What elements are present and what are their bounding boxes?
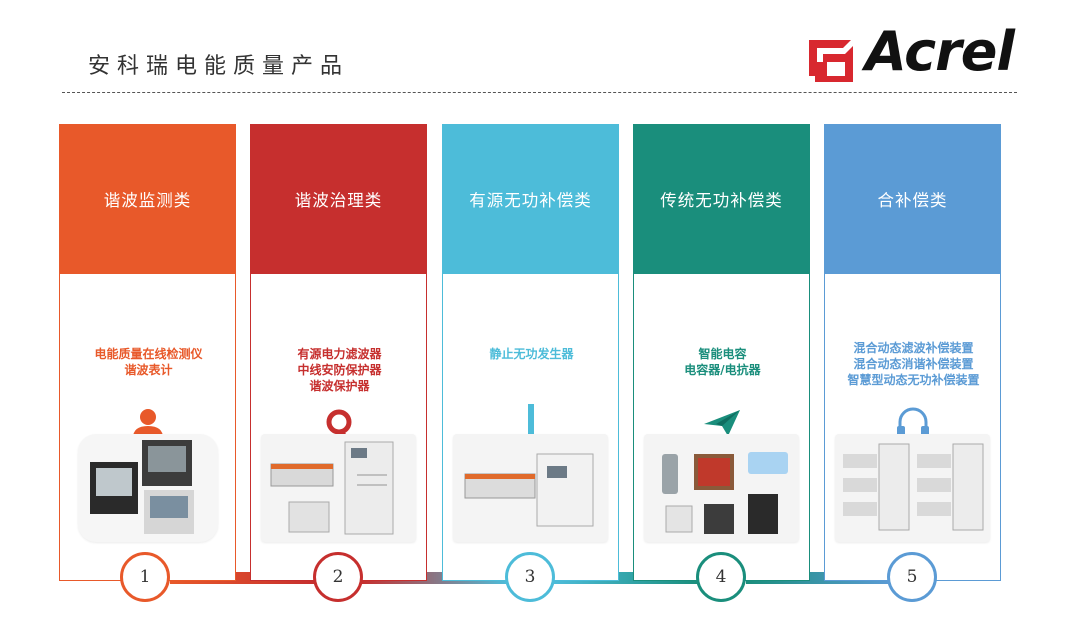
header-divider [62,92,1017,93]
product-line: 智慧型动态无功补偿装置 [847,373,980,387]
product-line: 混合动态消谐补偿装置 [853,357,974,371]
card-body: 智能电容 电容器/电抗器 [633,274,810,581]
product-line: 混合动态滤波补偿装置 [853,341,974,355]
product-line: 中线安防保护器 [297,363,382,377]
category-card-active-reactive-compensation[interactable]: 有源无功补偿类 静止无功发生器 [442,124,619,581]
product-line: 智能电容 [698,347,747,361]
card-product-list: 静止无功发生器 [443,346,620,362]
product-line: 电容器/电抗器 [684,363,761,377]
card-product-list: 有源电力滤波器 中线安防保护器 谐波保护器 [251,346,428,394]
product-photo [453,434,608,542]
step-number-1: 1 [120,552,170,602]
step-number-3: 3 [505,552,555,602]
card-product-list: 智能电容 电容器/电抗器 [634,346,811,378]
product-photo [78,434,218,542]
card-body: 静止无功发生器 [442,274,619,581]
category-card-harmonic-monitoring[interactable]: 谐波监测类 电能质量在线检测仪 谐波表计 [59,124,236,581]
card-product-list: 混合动态滤波补偿装置 混合动态消谐补偿装置 智慧型动态无功补偿装置 [825,340,1002,388]
card-product-list: 电能质量在线检测仪 谐波表计 [60,346,237,378]
category-card-traditional-reactive-compensation[interactable]: 传统无功补偿类 智能电容 电容器/电抗器 [633,124,810,581]
product-photo [644,434,799,542]
product-line: 谐波表计 [124,363,173,377]
step-number-4: 4 [696,552,746,602]
card-header: 谐波监测类 [59,124,236,274]
card-header: 合补偿类 [824,124,1001,274]
card-header: 传统无功补偿类 [633,124,810,274]
card-header: 谐波治理类 [250,124,427,274]
category-card-hybrid-compensation[interactable]: 合补偿类 混合动态滤波补偿装置 混合动态消谐补偿装置 智慧型动态无功补偿装置 [824,124,1001,581]
card-body: 电能质量在线检测仪 谐波表计 [59,274,236,581]
product-line: 电能质量在线检测仪 [94,347,203,361]
card-body: 有源电力滤波器 中线安防保护器 谐波保护器 [250,274,427,581]
bar-icon [528,404,534,436]
step-number-5: 5 [887,552,937,602]
acrel-logo-mark [809,40,853,82]
card-body: 混合动态滤波补偿装置 混合动态消谐补偿装置 智慧型动态无功补偿装置 [824,274,1001,581]
product-photo [261,434,416,542]
step-number-2: 2 [313,552,363,602]
product-line: 静止无功发生器 [489,347,574,361]
logo-wordmark: Acrel [865,20,1015,83]
product-line: 谐波保护器 [309,379,370,393]
paper-plane-icon [704,410,740,436]
category-card-harmonic-mitigation[interactable]: 谐波治理类 有源电力滤波器 中线安防保护器 谐波保护器 [250,124,427,581]
product-line: 有源电力滤波器 [297,347,382,361]
acrel-logo: Acrel [805,20,1055,90]
page-title: 安科瑞电能质量产品 [88,54,350,79]
product-photo [835,434,990,542]
card-header: 有源无功补偿类 [442,124,619,274]
